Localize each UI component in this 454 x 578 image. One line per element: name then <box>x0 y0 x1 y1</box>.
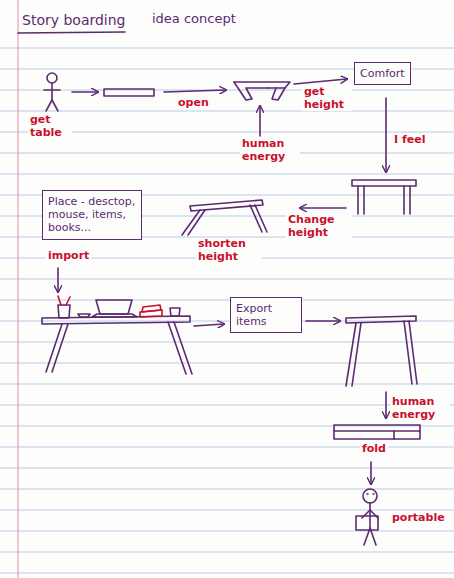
concept-box: Comfort <box>354 62 411 85</box>
note-label: idea concept <box>150 12 238 27</box>
note-label: open <box>176 97 211 110</box>
flow-arrow <box>57 268 59 292</box>
note-label: get height <box>302 86 352 111</box>
table-tall <box>346 316 417 386</box>
box-text: Comfort <box>360 67 405 80</box>
note-label: I feel <box>392 134 427 147</box>
flow-arrow <box>385 392 387 418</box>
title-underline <box>18 32 125 33</box>
concept-box: Export items <box>230 297 302 333</box>
paper-lines <box>0 48 454 573</box>
note-label: Change height <box>286 214 352 239</box>
flow-arrow <box>194 324 224 326</box>
note-label: human energy <box>390 396 450 421</box>
note-label: portable <box>390 512 447 525</box>
drawings <box>18 32 420 545</box>
box-text: Place - desctop, mouse, items, books... <box>48 195 136 235</box>
flow-arrow <box>300 207 346 209</box>
box-text: Export items <box>236 302 296 328</box>
margin-line <box>17 0 18 578</box>
page-title: Story boarding <box>20 12 128 28</box>
flow-arrow <box>294 79 347 84</box>
table-short <box>182 200 267 235</box>
folded-table <box>104 89 154 96</box>
person-carrying-table <box>356 489 378 545</box>
flow-arrow <box>72 91 98 93</box>
flow-arrow <box>164 90 226 92</box>
opening-table <box>234 82 290 100</box>
desk-with-items <box>42 296 192 374</box>
table-full <box>352 180 416 214</box>
note-label: get table <box>28 114 72 139</box>
concept-box: Place - desctop, mouse, items, books... <box>42 190 142 240</box>
note-label: fold <box>360 443 388 456</box>
stick-figure <box>44 73 60 111</box>
flow-arrow <box>306 320 340 322</box>
flow-arrow <box>385 98 387 172</box>
note-label: import <box>46 250 91 263</box>
note-label: shorten height <box>196 238 262 263</box>
energy-arrow <box>259 106 261 136</box>
flow-arrow <box>370 462 372 484</box>
note-label: human energy <box>240 138 300 163</box>
folded-table-end <box>334 425 420 439</box>
